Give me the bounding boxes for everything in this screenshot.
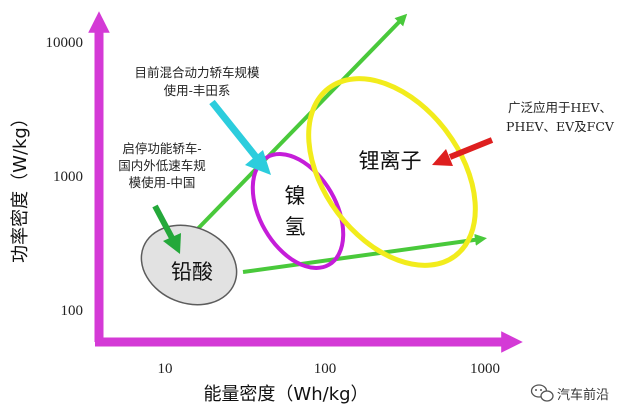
lead-acid-region xyxy=(140,224,238,306)
annotation-arrows xyxy=(152,99,494,254)
nimh-label-char-2: 氢 xyxy=(285,215,306,239)
cyan-arrowhead xyxy=(245,150,271,175)
nimh-region xyxy=(250,152,346,270)
y-tick-label-0: 100 xyxy=(61,303,84,319)
regions xyxy=(140,76,478,306)
red-annotation-arrow xyxy=(448,137,494,160)
li-ion-region xyxy=(306,76,478,268)
wechat-icon xyxy=(530,384,554,402)
x-tick-labels: 10 100 1000 xyxy=(158,361,501,377)
watermark: 汽车前沿 xyxy=(530,384,609,403)
red-arrowhead xyxy=(432,149,453,166)
y-tick-label-1: 1000 xyxy=(53,169,83,185)
lead-acid-label: 铅酸 xyxy=(171,260,213,284)
trend-arrow-power xyxy=(181,13,408,246)
annotation-1-line-1: 国内外低速车规 xyxy=(118,158,206,173)
y-tick-labels: 100 1000 10000 xyxy=(46,35,84,319)
annotation-0-line-1: 使用-丰田系 xyxy=(164,83,231,98)
green-annotation-arrowhead xyxy=(163,233,181,254)
x-tick-label-0: 10 xyxy=(158,361,173,377)
y-axis-title: 功率密度（W/kg） xyxy=(10,109,31,263)
annotation-1-line-2: 模使用-中国 xyxy=(129,175,196,190)
x-tick-label-1: 100 xyxy=(314,361,337,377)
trend-arrows xyxy=(181,13,487,274)
li-ion-label: 锂离子 xyxy=(359,149,422,173)
watermark-text: 汽车前沿 xyxy=(557,387,609,403)
y-tick-label-2: 10000 xyxy=(46,35,84,51)
cyan-annotation-arrow xyxy=(209,99,259,160)
x-axis-title: 能量密度（Wh/kg） xyxy=(203,384,368,405)
annotation-0-line-0: 目前混合动力轿车规模 xyxy=(134,65,260,80)
annotation-2-line-1: PHEV、EV及FCV xyxy=(506,119,615,134)
x-tick-label-2: 1000 xyxy=(470,361,500,377)
trend-arrow-energy xyxy=(242,233,487,274)
nimh-label-char-1: 镍 xyxy=(285,184,306,208)
annotation-1-line-0: 启停功能轿车- xyxy=(122,141,201,156)
axes xyxy=(88,11,523,353)
green-annotation-arrow xyxy=(152,204,175,240)
annotation-2-line-0: 广泛应用于HEV、 xyxy=(508,100,612,115)
